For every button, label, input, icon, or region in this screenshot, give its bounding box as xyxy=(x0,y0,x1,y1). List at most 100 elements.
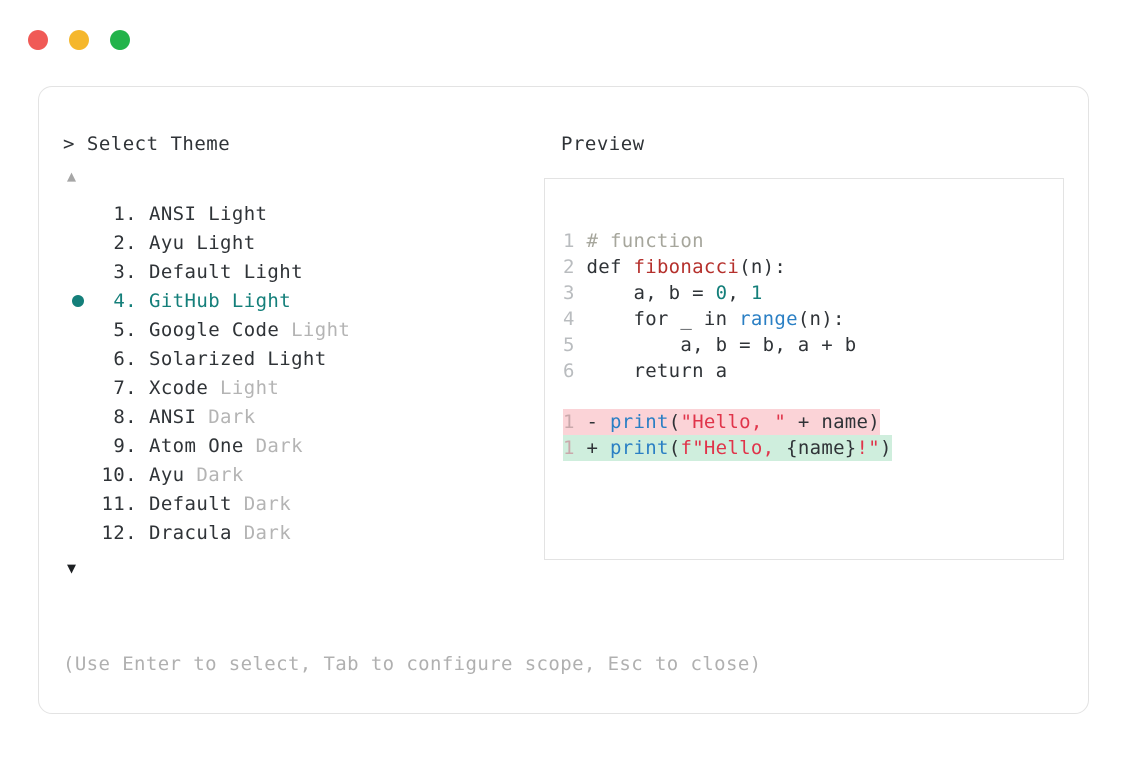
theme-item-variant: Dark xyxy=(243,521,292,544)
diff-gap-b xyxy=(598,411,610,433)
theme-item-variant: Light xyxy=(243,260,303,283)
theme-item-name: Dracula xyxy=(149,521,232,544)
theme-item-number: 6. xyxy=(113,347,137,370)
theme-list-item[interactable]: 8. ANSI Dark xyxy=(63,402,533,431)
diff-line-number: 1 xyxy=(563,411,575,433)
close-button-icon[interactable] xyxy=(28,30,48,50)
theme-list-item[interactable]: 5. Google Code Light xyxy=(63,315,533,344)
theme-list-item[interactable]: 3.Default Light xyxy=(63,257,533,286)
theme-list-item[interactable]: 11.Default Dark xyxy=(63,489,533,518)
scroll-down-arrow-icon[interactable]: ▼ xyxy=(67,559,77,577)
theme-picker-card: > Select Theme Preview ▲ 1. ANSI Light 2. A… xyxy=(38,86,1089,714)
theme-item-space xyxy=(220,290,232,312)
theme-item-variant: Light xyxy=(208,202,268,225)
theme-item-name: Solarized xyxy=(149,347,256,370)
code-gutter-gap xyxy=(575,282,587,304)
code-gutter-gap xyxy=(575,308,587,330)
theme-item-space xyxy=(232,493,244,515)
diff-line-highlight: 1 - print("Hello, " + name) xyxy=(563,409,881,435)
page-title: > Select Theme xyxy=(63,133,230,155)
theme-item-variant: Light xyxy=(231,289,292,312)
diff-line-removed: 1 - print("Hello, " + name) xyxy=(563,409,892,435)
theme-list-item[interactable]: 10.Ayu Dark xyxy=(63,460,533,489)
preview-label: Preview xyxy=(561,133,645,155)
theme-list-item[interactable]: 1. ANSI Light xyxy=(63,199,533,228)
code-line-number: 3 xyxy=(563,282,575,304)
diff-token: ( xyxy=(668,437,681,459)
code-token: (n): xyxy=(797,308,845,330)
diff-line-number: 1 xyxy=(563,437,575,459)
theme-list-item[interactable]: 12.Dracula Dark xyxy=(63,518,533,547)
code-line: 3 a, b = 0, 1 xyxy=(563,280,892,306)
theme-item-space xyxy=(208,377,220,399)
code-token: 0 xyxy=(715,282,728,304)
code-token: a, b = b, a + b xyxy=(586,334,857,356)
theme-item-space xyxy=(256,348,268,370)
code-token: , xyxy=(727,282,751,304)
theme-item-number: 1. xyxy=(113,202,137,225)
page-title-text: Select Theme xyxy=(86,133,231,155)
theme-item-name: ANSI xyxy=(149,405,197,428)
code-token: a, b = xyxy=(586,282,716,304)
code-gutter-gap xyxy=(575,230,587,252)
theme-item-number: 8. xyxy=(113,405,137,428)
selection-bullet-icon xyxy=(63,294,93,307)
code-token: return a xyxy=(586,360,728,382)
diff-token: f"Hello, xyxy=(680,437,787,459)
theme-item-variant: Light xyxy=(196,231,256,254)
diff-token: ( xyxy=(668,411,681,433)
theme-item-variant: Dark xyxy=(243,492,292,515)
code-line: 2 def fibonacci(n): xyxy=(563,254,892,280)
code-line-number: 5 xyxy=(563,334,575,356)
theme-item-space xyxy=(232,522,244,544)
diff-token: "Hello, " xyxy=(680,411,787,433)
code-token: def xyxy=(586,256,634,278)
diff-gap-a xyxy=(575,411,587,433)
code-line-number: 6 xyxy=(563,360,575,382)
theme-item-space xyxy=(185,464,197,486)
code-line: 5 a, b = b, a + b xyxy=(563,332,892,358)
theme-item-number: 5. xyxy=(113,318,137,341)
code-gutter-gap xyxy=(575,360,587,382)
scroll-up-arrow-icon[interactable]: ▲ xyxy=(67,167,77,185)
diff-token: print xyxy=(610,437,669,459)
theme-item-space xyxy=(279,319,291,341)
code-line-number: 1 xyxy=(563,230,575,252)
theme-list-item[interactable]: 9.Atom One Dark xyxy=(63,431,533,460)
theme-item-name: Atom One xyxy=(149,434,244,457)
code-line: 6 return a xyxy=(563,358,892,384)
prompt-caret: > xyxy=(63,133,87,155)
theme-item-name: ANSI xyxy=(149,202,197,225)
theme-item-variant: Light xyxy=(291,318,351,341)
theme-list-item[interactable]: 2. Ayu Light xyxy=(63,228,533,257)
theme-list-item[interactable]: 6.Solarized Light xyxy=(63,344,533,373)
code-token: range xyxy=(739,308,798,330)
diff-token: !" xyxy=(856,437,881,459)
minimize-button-icon[interactable] xyxy=(69,30,89,50)
theme-item-number: 10. xyxy=(101,463,137,486)
keyboard-hint: (Use Enter to select, Tab to configure s… xyxy=(63,653,762,675)
theme-item-space xyxy=(185,232,197,254)
window-controls xyxy=(28,30,130,50)
theme-item-variant: Dark xyxy=(208,405,256,428)
diff-token: print xyxy=(610,411,669,433)
theme-item-name: Default xyxy=(149,492,232,515)
diff-line-added: 1 + print(f"Hello, {name}!") xyxy=(563,435,892,461)
theme-item-variant: Dark xyxy=(196,463,244,486)
theme-item-number: 7. xyxy=(113,376,137,399)
theme-item-name: Ayu xyxy=(149,231,185,254)
maximize-button-icon[interactable] xyxy=(110,30,130,50)
code-token: (n): xyxy=(739,256,787,278)
theme-item-number: 2. xyxy=(113,231,137,254)
theme-list-item[interactable]: 4.GitHub Light xyxy=(63,286,533,315)
theme-item-variant: Light xyxy=(220,376,280,399)
theme-item-name: Google Code xyxy=(149,318,280,341)
code-token: fibonacci xyxy=(633,256,740,278)
theme-item-number: 4. xyxy=(113,289,137,312)
diff-token: ) xyxy=(880,437,892,459)
code-line-number: 4 xyxy=(563,308,575,330)
theme-list-item[interactable]: 7.Xcode Light xyxy=(63,373,533,402)
